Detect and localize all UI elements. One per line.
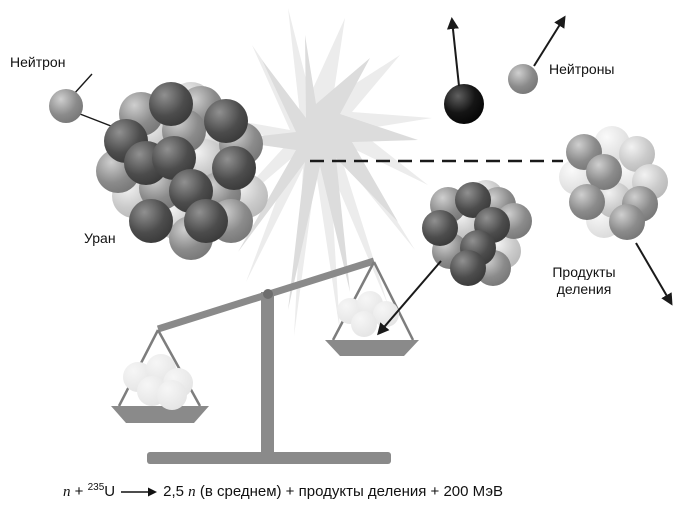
equation-plus: + <box>70 483 88 500</box>
nucleon-sphere <box>129 199 173 243</box>
label-fission-products-line1: Продукты <box>552 264 616 280</box>
scale-string-left-b <box>156 329 202 407</box>
scale-pivot <box>263 289 273 299</box>
fragment-arrow-down-right <box>635 242 673 306</box>
scale-base <box>147 452 391 464</box>
equation-mass-number: 235 <box>87 482 105 493</box>
nucleon-sphere <box>609 204 645 240</box>
explosion-burst-outer <box>210 8 432 336</box>
nucleon-sphere <box>373 301 399 327</box>
neutron-arrow-up-left <box>446 17 460 87</box>
nucleon-sphere <box>569 184 605 220</box>
scale-string-right-b <box>372 261 415 341</box>
nucleon-sphere <box>508 64 538 94</box>
scale-pan-left <box>111 406 209 423</box>
fission-fragment-middle <box>422 180 532 286</box>
pan-right-contents <box>337 291 399 337</box>
pan-left-contents <box>123 354 193 410</box>
equation-element: U <box>104 483 116 500</box>
scale-pan-right <box>325 340 419 356</box>
neutron-arrow-up-right <box>533 15 566 67</box>
scale-pillar <box>261 292 274 455</box>
nucleon-sphere <box>49 89 83 123</box>
nucleon-sphere <box>157 380 187 410</box>
nucleon-sphere <box>152 136 196 180</box>
nucleon-sphere <box>450 250 486 286</box>
nucleon-sphere <box>444 84 484 124</box>
equation-n-emitted: n <box>188 484 196 500</box>
label-neutrons: Нейтроны <box>549 61 615 77</box>
nucleon-sphere <box>619 136 655 172</box>
equation-n-incident: n <box>63 484 71 500</box>
emitted-neutron-black <box>444 84 484 124</box>
nucleon-sphere <box>184 199 228 243</box>
label-uranium: Уран <box>84 230 116 246</box>
nucleon-sphere <box>212 146 256 190</box>
nucleon-sphere <box>149 82 193 126</box>
balance-scale <box>111 257 419 464</box>
label-fission-products-line2: деления <box>556 281 612 297</box>
label-fission-products: Продукты деления <box>534 264 634 298</box>
nucleon-sphere <box>586 154 622 190</box>
incident-neutron-sphere <box>49 89 83 123</box>
fragment-arrow-to-pan <box>377 260 442 336</box>
emitted-neutron-gray <box>508 64 538 94</box>
fission-equation: n + 235U 2,5 n (в среднем) + продукты дел… <box>63 482 503 501</box>
nucleon-sphere <box>204 99 248 143</box>
nucleon-sphere <box>455 182 491 218</box>
equation-coefficient: 2,5 <box>163 483 189 500</box>
nucleon-sphere <box>422 210 458 246</box>
uranium-nucleus <box>96 82 268 260</box>
explosion-burst-inner <box>226 35 418 310</box>
equation-arrow-icon <box>121 487 158 497</box>
label-neutron: Нейтрон <box>10 54 66 70</box>
neutron-label-line <box>72 73 93 96</box>
fission-fragment-right <box>559 126 668 240</box>
equation-tail: (в среднем) + продукты деления + 200 МэВ <box>195 483 503 500</box>
nucleon-sphere <box>351 311 377 337</box>
